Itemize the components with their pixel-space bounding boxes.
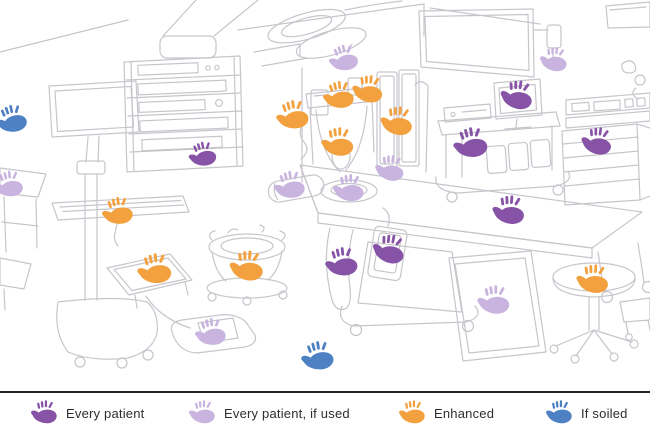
wall-rack <box>565 92 650 129</box>
handprint-drawer-cabinet <box>578 124 615 158</box>
leaning-board <box>448 250 547 362</box>
handprint-positioning-roll <box>270 169 308 202</box>
handprint-icon <box>30 400 58 425</box>
handprint-icon <box>545 400 573 425</box>
legend-item-if-soiled: If soiled <box>545 400 628 426</box>
handprint-markers-layer <box>0 42 615 374</box>
handprint-round-basin <box>331 174 365 203</box>
left-side-tables <box>0 167 47 311</box>
handprint-or-table-top <box>490 194 527 227</box>
monitor-cart <box>414 78 571 203</box>
suction-canisters <box>485 138 552 174</box>
legend-item-every-patient-if-used: Every patient, if used <box>188 400 350 426</box>
handprint-supply-cabinet-door <box>377 104 416 138</box>
handprint-foot-positioner <box>192 316 228 349</box>
legend-label: Every patient, if used <box>224 405 350 421</box>
legend-item-every-patient: Every patient <box>30 400 144 426</box>
step-stool <box>619 297 650 341</box>
handprint-basin-stand <box>227 249 266 283</box>
handprint-surgical-light-handle <box>325 42 361 75</box>
surgical-light <box>267 8 367 59</box>
gas-hose <box>299 121 308 160</box>
handprint-cabinet-corner <box>372 153 407 184</box>
legend-label: Enhanced <box>434 405 495 421</box>
handprint-workstation-keyboard <box>98 195 136 228</box>
wall-monitor <box>418 8 562 78</box>
workstation-base <box>56 297 158 360</box>
handprint-icon <box>398 400 426 425</box>
handprint-wall-monitor-mount <box>537 45 570 74</box>
legend-label: If soiled <box>581 405 628 421</box>
workstation <box>48 80 190 369</box>
handprint-stool-seat <box>574 263 611 296</box>
or-table <box>299 164 650 337</box>
handprint-anesthesia-shelf <box>320 79 356 112</box>
handprint-leaning-board <box>475 285 511 316</box>
cart-monitor <box>493 78 543 120</box>
handprint-floor <box>297 339 337 374</box>
legend-label: Every patient <box>66 405 145 421</box>
tray-table <box>106 253 193 329</box>
legend-item-enhanced: Enhanced <box>398 400 494 426</box>
drawer-cabinet <box>561 123 650 206</box>
handprint-left-side-table <box>0 169 25 200</box>
handprint-or-table-strap <box>322 245 360 279</box>
handprint-icon <box>188 400 216 425</box>
handprint-equipment-tower <box>185 139 219 170</box>
handprint-left-wall-edge <box>0 102 30 137</box>
handprint-anesthesia-wall-panel <box>272 98 312 133</box>
ceiling-boom-equipment-tower <box>123 0 259 173</box>
legend: Every patient Every patient, if used Enh… <box>0 391 650 431</box>
iv-pole <box>414 81 429 173</box>
handprint-monitor-cart-screen <box>497 78 536 113</box>
operating-room-line-art <box>0 0 650 374</box>
handprint-anesthesia-monitor <box>349 73 386 105</box>
workstation-monitor <box>48 80 140 138</box>
legend-separator <box>0 391 650 393</box>
